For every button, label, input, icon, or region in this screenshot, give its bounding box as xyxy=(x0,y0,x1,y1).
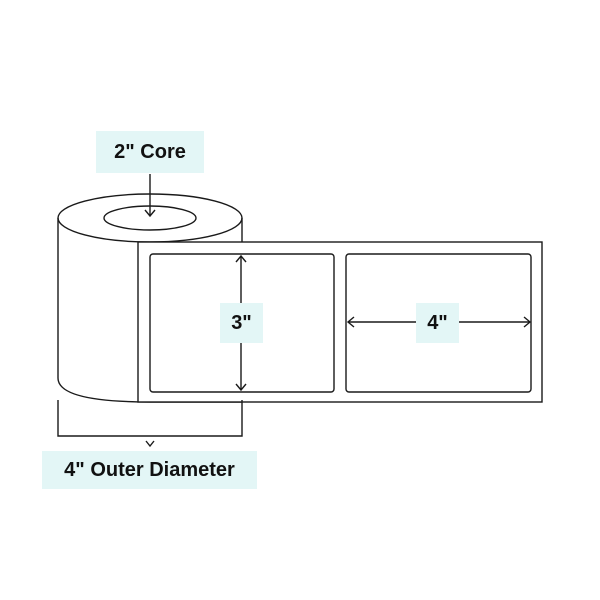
core-arrow xyxy=(144,174,156,218)
width-label: 4" xyxy=(416,303,459,343)
outer-diameter-bracket xyxy=(57,400,243,448)
height-label: 3" xyxy=(220,303,263,343)
roll-cylinder xyxy=(57,193,243,403)
core-label: 2" Core xyxy=(96,131,204,173)
outer-diameter-label: 4" Outer Diameter xyxy=(42,451,257,489)
